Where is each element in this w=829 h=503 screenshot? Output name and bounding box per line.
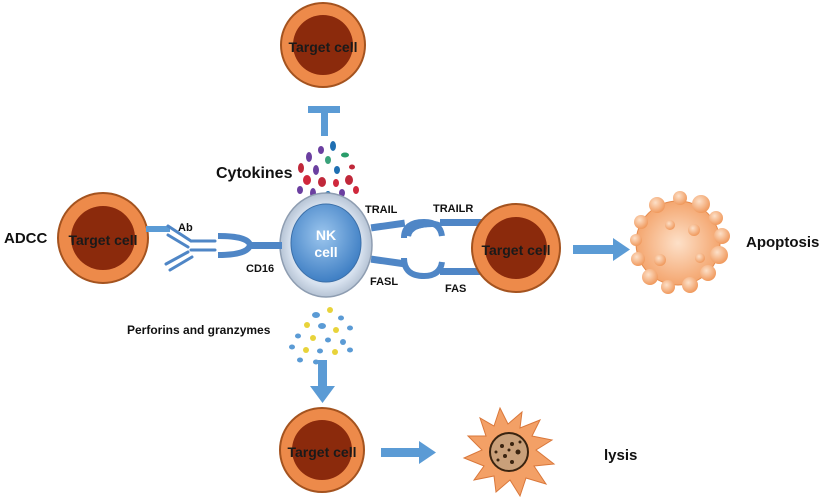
- antigen: [146, 226, 170, 232]
- lysed-cell: [462, 406, 556, 498]
- nk-cell-nucleus: [290, 203, 362, 283]
- target-cell-right: Target cell: [471, 203, 561, 293]
- cd16-receptor: [217, 233, 282, 258]
- cd16-label: CD16: [246, 263, 274, 275]
- trailr-label: TRAILR: [433, 203, 473, 215]
- cytokine-particles: [297, 141, 359, 199]
- apoptosis-label: Apoptosis: [746, 234, 819, 251]
- target-cell-label: Target cell: [482, 242, 551, 258]
- target-cell-label: Target cell: [69, 232, 138, 248]
- target-cell-label: Target cell: [289, 39, 358, 55]
- cytokines-label: Cytokines: [216, 165, 293, 182]
- cell-nucleus: [71, 206, 135, 270]
- nk-cell-label-line2: cell: [314, 244, 337, 260]
- trail-label: TRAIL: [365, 204, 398, 216]
- ab-label: Ab: [178, 222, 193, 234]
- fas-receptor: [401, 257, 484, 280]
- arrow-to-apoptosis: [573, 238, 630, 261]
- fasl-label: FASL: [370, 276, 398, 288]
- fasl-ligand: [370, 255, 406, 268]
- perforins-label: Perforins and granzymes: [127, 323, 271, 337]
- trail-ligand: [370, 219, 406, 232]
- fas-label: FAS: [445, 283, 466, 295]
- adcc-label: ADCC: [4, 230, 47, 247]
- target-cell-label: Target cell: [288, 444, 357, 460]
- target-cell-top: Target cell: [280, 2, 366, 88]
- cell-nucleus: [293, 15, 353, 75]
- antibody: [164, 224, 217, 272]
- target-cell-bottom: Target cell: [279, 407, 365, 493]
- trailr-receptor: [401, 218, 484, 239]
- arrow-to-bottom-cell: [310, 360, 335, 403]
- lysis-label: lysis: [604, 447, 637, 464]
- nk-cell: NK cell: [279, 192, 373, 298]
- cell-nucleus: [485, 217, 547, 279]
- nk-cell-label-line1: NK: [316, 227, 336, 243]
- cell-nucleus: [292, 420, 352, 480]
- inhibition-symbol: [308, 106, 340, 136]
- perforin-granzyme-particles: [289, 307, 353, 365]
- arrow-to-lysis: [381, 441, 436, 464]
- target-cell-left: Target cell: [57, 192, 149, 284]
- apoptotic-cell: [630, 191, 730, 294]
